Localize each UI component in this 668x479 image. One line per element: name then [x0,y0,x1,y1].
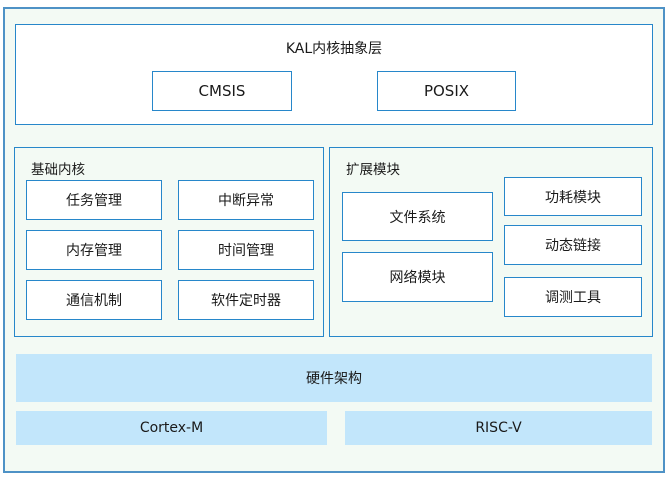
extension-modules-title: 扩展模块 [346,162,400,178]
basic-kernel-title: 基础内核 [31,162,85,178]
module-file-system: 文件系统 [342,192,493,241]
module-interrupt-exception: 中断异常 [178,180,314,220]
module-memory-management: 内存管理 [26,230,162,270]
cmsis-box: CMSIS [152,71,292,111]
module-label: 动态链接 [545,238,601,254]
module-software-timer: 软件定时器 [178,280,314,320]
risc-v-label: RISC-V [475,420,522,436]
cortex-m-bar: Cortex-M [16,411,327,445]
module-label: 通信机制 [66,293,122,309]
basic-kernel-section: 基础内核 [14,147,324,337]
module-label: 任务管理 [66,193,122,209]
cmsis-label: CMSIS [198,82,246,100]
module-debug-tools: 调测工具 [504,277,642,317]
module-power-consumption: 功耗模块 [504,177,642,216]
extension-modules-section: 扩展模块 [329,147,653,337]
kal-layer-box: KAL内核抽象层 [15,24,653,125]
module-network: 网络模块 [342,252,493,302]
module-label: 中断异常 [218,193,274,209]
cortex-m-label: Cortex-M [139,420,204,436]
hardware-architecture-bar: 硬件架构 [16,354,652,402]
kal-layer-title: KAL内核抽象层 [285,41,383,57]
module-label: 网络模块 [389,270,446,286]
module-label: 内存管理 [66,243,122,259]
module-communication-mechanism: 通信机制 [26,280,162,320]
module-dynamic-linking: 动态链接 [504,225,642,265]
module-time-management: 时间管理 [178,230,314,270]
module-label: 时间管理 [218,243,274,259]
posix-box: POSIX [377,71,516,111]
module-label: 功耗模块 [545,189,601,206]
risc-v-bar: RISC-V [345,411,652,445]
module-task-management: 任务管理 [26,180,162,220]
module-label: 文件系统 [389,209,446,226]
module-label: 调测工具 [545,290,601,306]
module-label: 软件定时器 [211,293,281,309]
posix-label: POSIX [423,82,470,100]
hardware-architecture-label: 硬件架构 [306,371,362,387]
